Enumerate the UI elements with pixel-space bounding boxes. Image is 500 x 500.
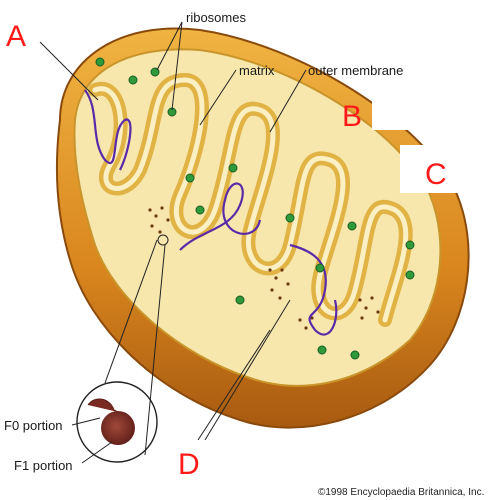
f0-portion-text: F0 portion [4,418,63,433]
f0-portion-label: F0 portion [4,418,63,433]
marker-c-backdrop [400,145,480,193]
f1-portion-label: F1 portion [14,458,73,473]
atp-synthase-knob-icon [87,398,135,445]
marker-b: B [342,100,362,133]
marker-b-backdrop [372,100,452,130]
dna-strands [84,89,338,336]
marker-d: D [178,448,200,481]
copyright-credit: ©1998 Encyclopaedia Britannica, Inc. [318,487,484,498]
particle-dots [148,206,380,330]
leader-lines [39,21,307,464]
marker-a: A [6,20,26,53]
ribosomes-label: ribosomes [186,10,246,25]
cristae-highlight [92,77,409,323]
outer-membrane-label: outer membrane [308,63,403,78]
matrix-label: matrix [239,63,275,78]
marker-d-backdrop [155,440,230,485]
inset-source-marker [157,234,169,246]
marker-c: C [425,158,447,191]
f1-portion-text: F1 portion [14,458,73,473]
